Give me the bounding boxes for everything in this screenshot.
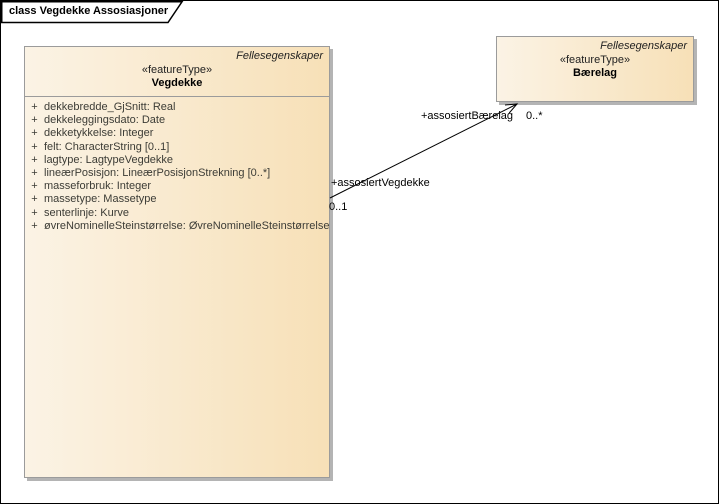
class-box-vegdekke[interactable]: Fellesegenskaper «featureType» Vegdekke … [24, 46, 330, 478]
class-box-baerelag[interactable]: Fellesegenskaper «featureType» Bærelag [496, 36, 694, 102]
association-target-role: +assosiertBærelag [421, 110, 514, 122]
attribute-text: øvreNominelleSteinstørrelse: ØvreNominel… [44, 219, 330, 232]
attribute-text: senterlinje: Kurve [44, 206, 129, 219]
attribute-text: massetype: Massetype [44, 193, 157, 206]
attribute-text: dekkeleggingsdato: Date [44, 114, 166, 127]
association-source-role: +assosiertVegdekke [331, 177, 430, 189]
diagram-title: class Vegdekke Assosiasjoner [9, 5, 169, 17]
attribute-row: + masseforbruk: Integer [25, 180, 329, 193]
attribute-text: lagtype: LagtypeVegdekke [44, 153, 174, 166]
attribute-text: lineærPosisjon: LineærPosisjonStrekning … [44, 166, 271, 179]
attribute-row: + dekketykkelse: Integer [25, 127, 329, 140]
class-header: Fellesegenskaper «featureType» Bærelag [497, 37, 693, 79]
visibility-marker: + [31, 153, 38, 166]
attribute-text: dekkebredde_GjSnitt: Real [44, 101, 176, 113]
attribute-row: + dekkebredde_GjSnitt: Real [25, 101, 329, 114]
attribute-row: + felt: CharacterString [0..1] [25, 141, 329, 154]
package-tagline: Fellesegenskaper [236, 50, 323, 62]
visibility-marker: + [31, 101, 38, 113]
visibility-marker: + [31, 193, 38, 206]
class-name: Bærelag [572, 67, 618, 79]
visibility-marker: + [31, 127, 38, 140]
attribute-row: + massetype: Massetype [25, 193, 329, 206]
attribute-row: + senterlinje: Kurve [25, 207, 329, 220]
frame-tab-shape [1, 1, 184, 24]
stereotype-label: «featureType» [141, 64, 213, 76]
attribute-text: felt: CharacterString [0..1] [44, 140, 170, 153]
association-target-multiplicity: 0..* [526, 110, 543, 122]
visibility-marker: + [31, 180, 38, 193]
attribute-row: + dekkeleggingsdato: Date [25, 114, 329, 127]
attribute-text: dekketykkelse: Integer [44, 127, 154, 140]
visibility-marker: + [31, 219, 38, 232]
stereotype-label: «featureType» [559, 54, 631, 66]
visibility-marker: + [31, 166, 38, 179]
diagram-frame-tab [1, 1, 184, 24]
attribute-row: + lineærPosisjon: LineærPosisjonStreknin… [25, 167, 329, 180]
attribute-text: masseforbruk: Integer [44, 180, 151, 193]
attribute-row: + lagtype: LagtypeVegdekke [25, 154, 329, 167]
visibility-marker: + [31, 114, 38, 127]
class-header: Fellesegenskaper «featureType» Vegdekke [25, 47, 329, 97]
package-tagline: Fellesegenskaper [600, 40, 687, 52]
visibility-marker: + [31, 206, 38, 219]
class-name: Vegdekke [151, 77, 203, 89]
visibility-marker: + [31, 140, 38, 153]
attributes-compartment: + dekkebredde_GjSnitt: Real + dekkeleggi… [25, 97, 329, 233]
attribute-row: + øvreNominelleSteinstørrelse: ØvreNomin… [25, 220, 329, 233]
association-source-multiplicity: 0..1 [329, 201, 348, 213]
